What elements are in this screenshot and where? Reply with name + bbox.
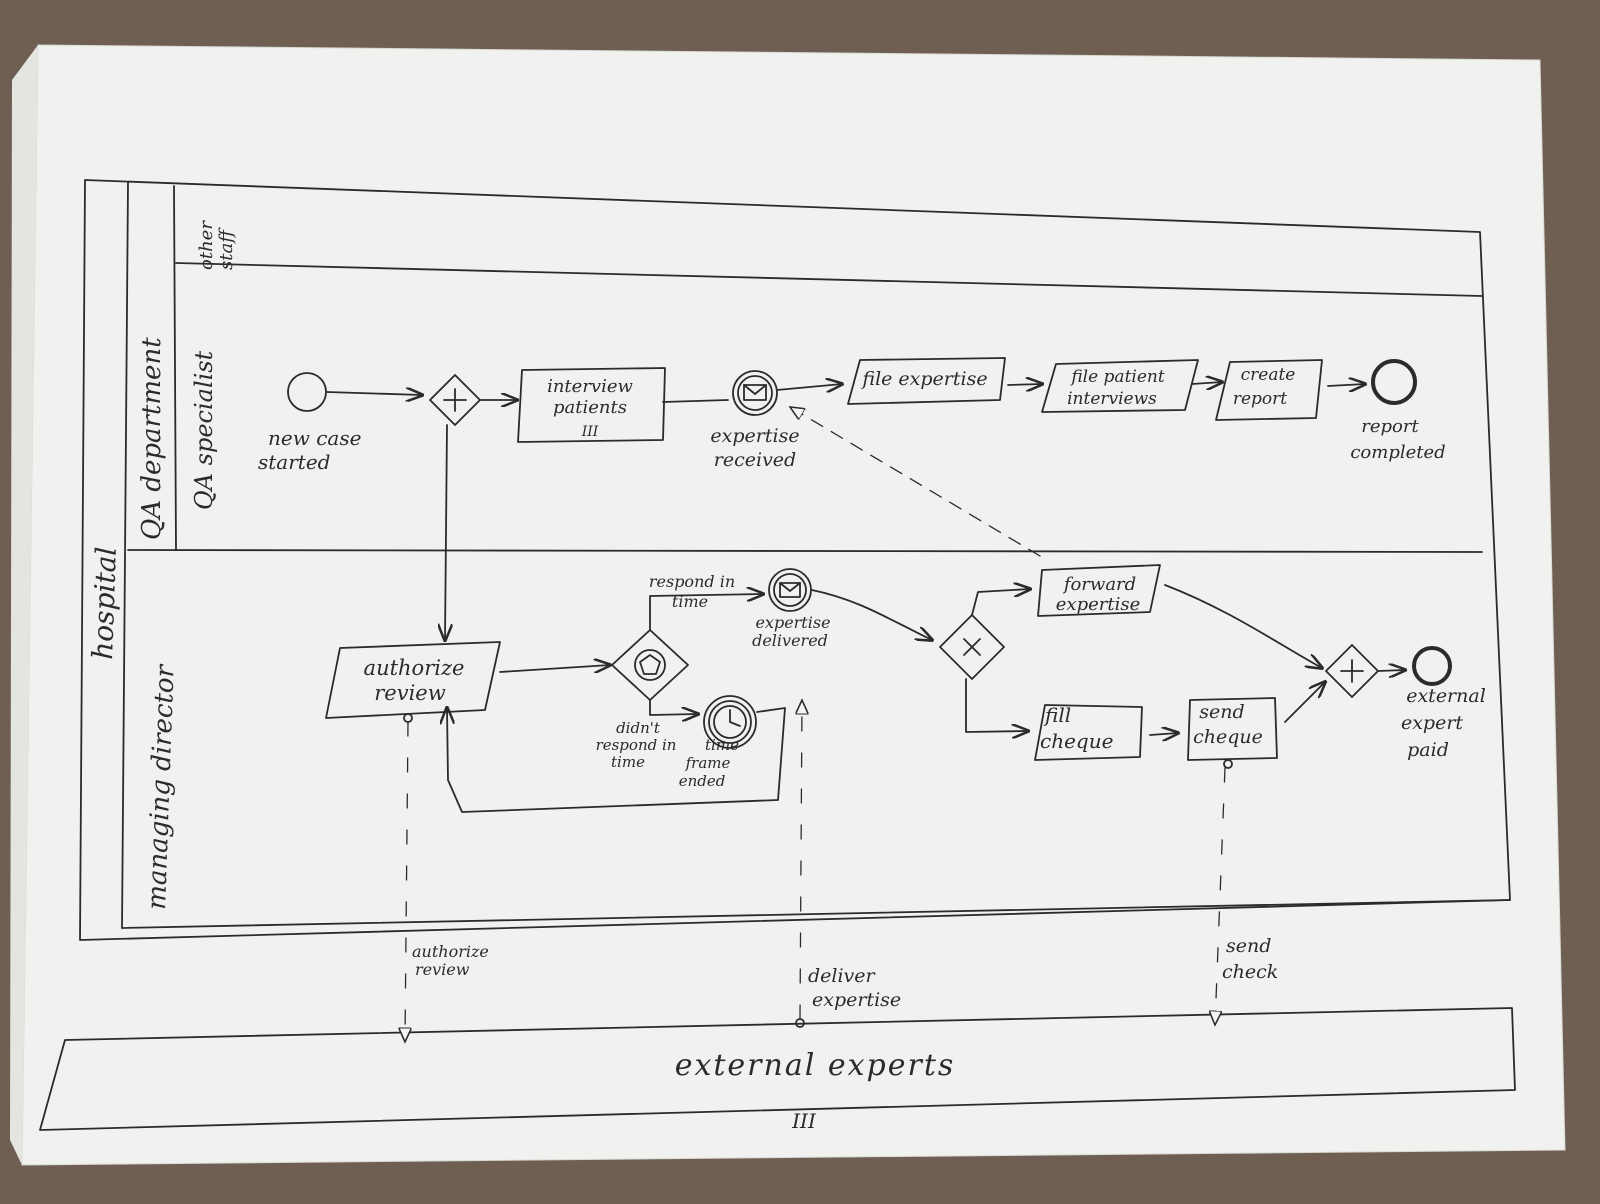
task-file-patient-interviews[interactable] [1041, 359, 1199, 413]
file-expertise-label: file expertise [860, 368, 987, 390]
flow-file-expertise-to-interviews [1007, 384, 1042, 385]
task-interview-patients[interactable] [517, 367, 666, 443]
flow-fill-to-send [1149, 733, 1178, 735]
flow-report-to-end [1327, 384, 1365, 386]
external-experts-pool-border [39, 1007, 1516, 1131]
external-experts-pool-label: external experts [675, 1048, 956, 1083]
message-flow-send-check [1215, 767, 1226, 1025]
task-forward-expertise[interactable] [1037, 564, 1161, 617]
flow-join-to-end [1378, 670, 1405, 671]
task-create-report[interactable] [1215, 359, 1323, 421]
message-event-expertise-delivered[interactable] [768, 568, 812, 612]
parallel-gateway-join[interactable] [1325, 644, 1379, 698]
flow-interview-to-expertise [662, 399, 729, 403]
task-send-cheque[interactable] [1187, 697, 1278, 761]
flow-respond-in-time [649, 594, 763, 631]
task-authorize-review[interactable] [325, 641, 501, 719]
qa-label-divider [173, 185, 177, 551]
start-event-new-case[interactable] [287, 372, 327, 412]
qa-department-lane-label: QA department [137, 337, 167, 540]
flow-delivered-to-xor [811, 589, 932, 640]
message-source-send [1223, 759, 1233, 769]
hospital-pool-label: hospital [86, 546, 123, 660]
other-staff-lane-label: otherstaff [196, 220, 237, 270]
exclusive-gateway[interactable] [939, 614, 1005, 680]
flow-expertise-to-file [776, 384, 842, 390]
qa-md-lane-divider [127, 549, 1483, 553]
flow-interviews-to-report [1191, 382, 1222, 384]
parallel-gateway-split[interactable] [429, 374, 481, 426]
end-event-report-completed[interactable] [1371, 359, 1417, 405]
qa-specialist-lane-label: QA specialist [190, 350, 218, 510]
end-event-external-expert-paid[interactable] [1412, 646, 1452, 686]
flow-start-to-split [326, 392, 422, 395]
flow-send-to-join [1284, 682, 1325, 723]
paper-edge [10, 45, 38, 1165]
flow-didnt-respond [649, 699, 698, 715]
external-experts-multi-instance-marker: III [791, 1109, 817, 1133]
task-file-expertise[interactable] [847, 357, 1006, 405]
timer-event-time-frame-ended[interactable] [703, 695, 757, 749]
message-flow-deliver-expertise [800, 700, 802, 1020]
flow-xor-to-fill [965, 678, 1028, 732]
flow-authorize-to-eventgateway [499, 665, 610, 672]
interview-patients-multi-instance-marker: III [581, 424, 599, 440]
task-fill-cheque[interactable] [1034, 704, 1143, 761]
flow-forward-to-join [1164, 584, 1322, 668]
message-event-expertise-received[interactable] [732, 370, 778, 416]
other-staff-lane-divider [175, 262, 1483, 297]
flow-xor-to-forward [971, 589, 1030, 616]
flow-split-to-authorize [445, 424, 447, 640]
flow-timer-loop-back [447, 708, 786, 813]
md-lane-bottom [121, 899, 1511, 929]
message-flow-forward-to-expertise-received [790, 407, 1041, 557]
hospital-label-divider [121, 182, 129, 929]
